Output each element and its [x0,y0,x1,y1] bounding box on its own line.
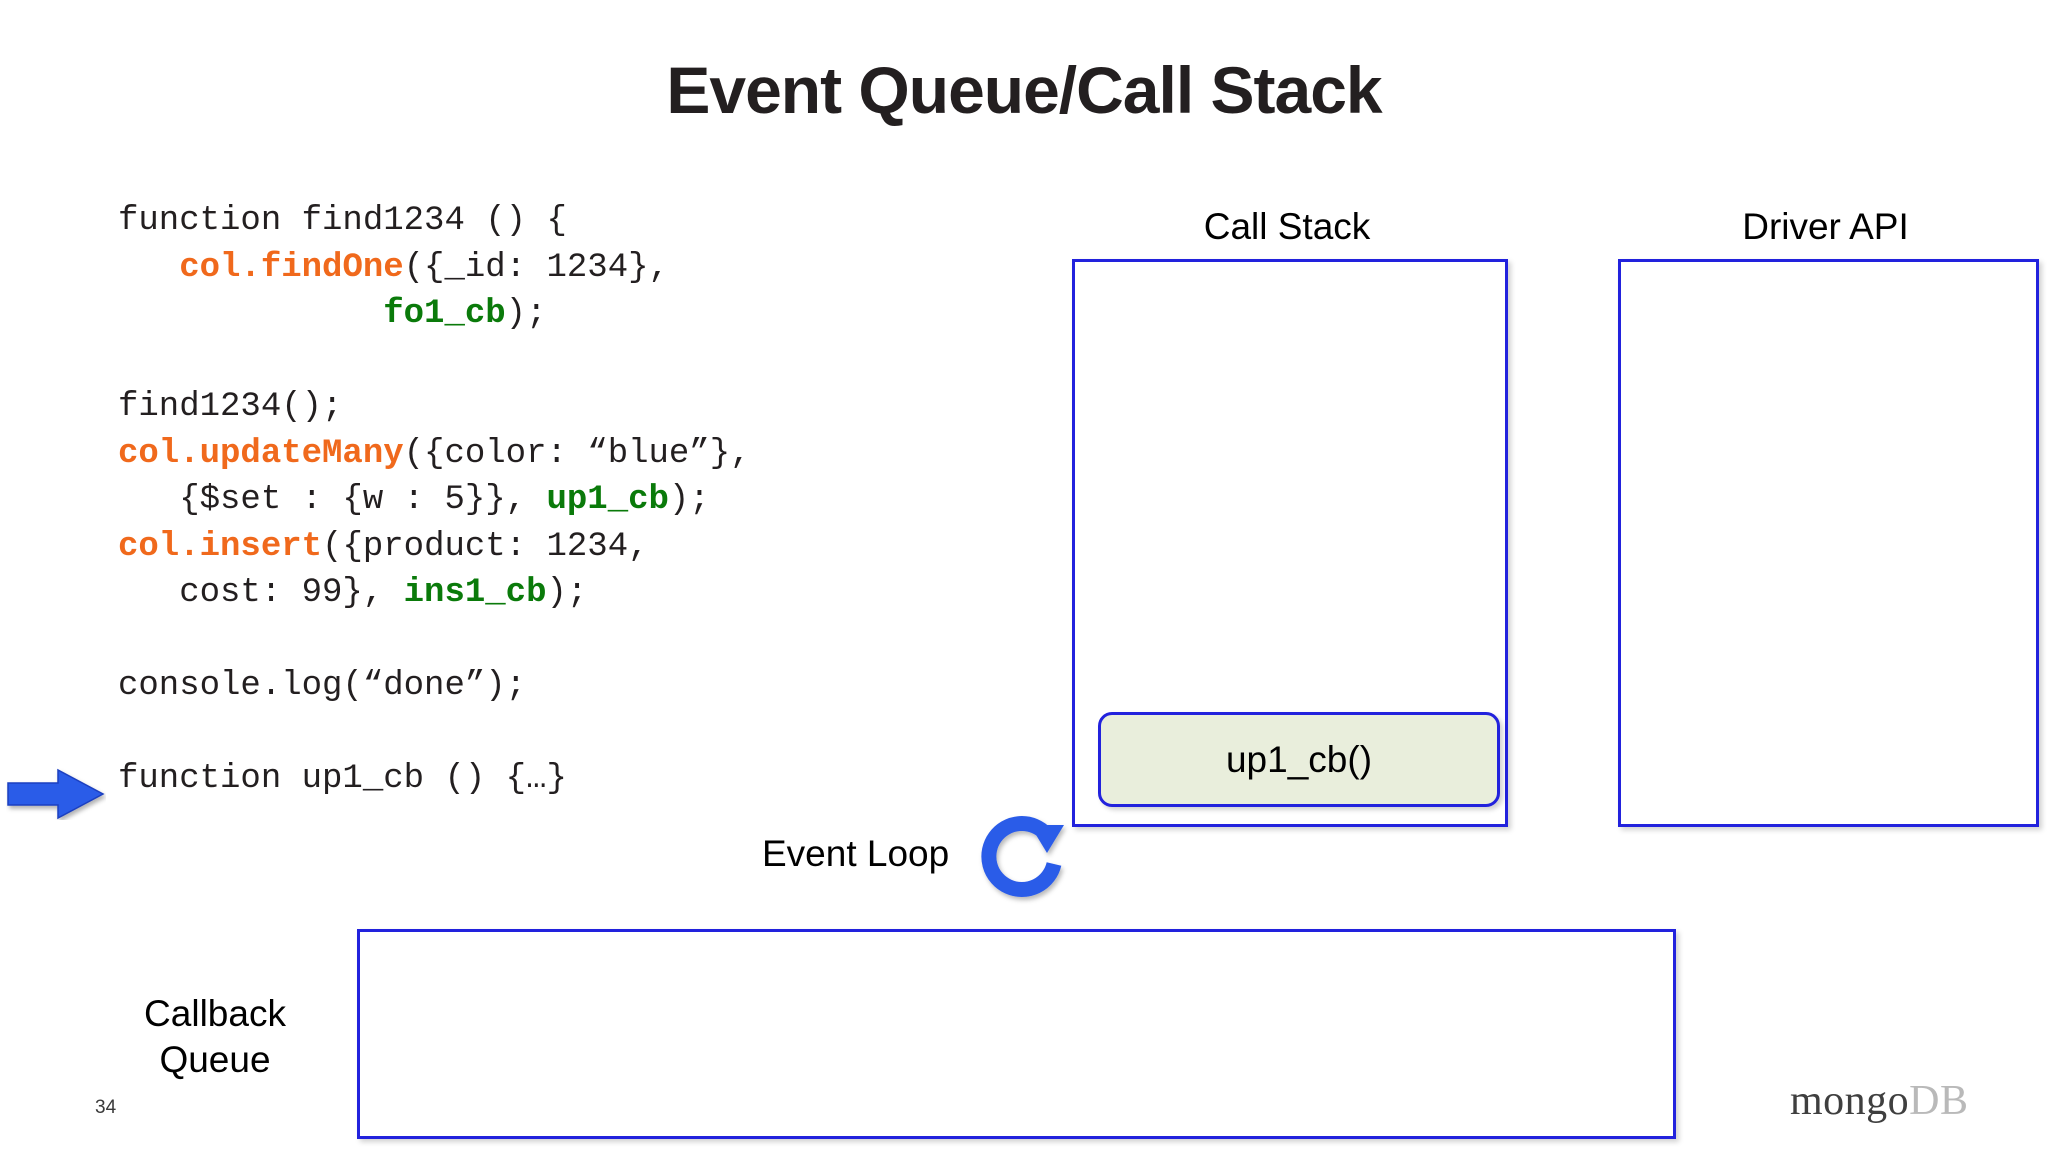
code-segment: col.insert [118,527,323,566]
code-segment: ({color: “blue”}, [403,434,751,473]
code-segment: ); [546,574,588,612]
callback-queue-label-line1: Callback [144,993,286,1034]
call-stack-label: Call Stack [1203,206,1371,247]
code-segment: ); [668,481,710,519]
slide-number: 34 [95,1097,117,1118]
callback-queue-label-line2: Queue [159,1039,271,1080]
code-segment: ); [505,295,547,333]
mongodb-logo: mongoDB [1790,1077,1969,1125]
code-segment [118,342,138,380]
code-line: cost: 99}, ins1_cb); [118,570,751,617]
code-segment: cost: 99}, [118,574,404,612]
code-segment: up1_cb [546,481,669,519]
code-line [118,617,751,664]
event-loop-label: Event Loop [762,833,950,874]
code-segment: ({product: 1234, [322,527,649,566]
code-segment [118,714,138,752]
code-line: function up1_cb () {…} [118,756,751,803]
page-title: Event Queue/Call Stack [666,53,1382,127]
logo-mongo-text: mongo [1790,1078,1910,1124]
code-segment: fo1_cb [383,295,506,333]
circular-arrow-icon [968,812,1078,912]
code-line [118,338,751,385]
code-segment [118,295,383,333]
code-line: find1234(); [118,384,751,431]
call-stack-frame-label: up1_cb() [1225,738,1373,780]
code-segment: function up1_cb () {…} [118,760,567,798]
callback-queue-label: Callback Queue [100,991,330,1083]
callback-queue-panel [357,929,1676,1139]
code-line: col.insert({product: 1234, [118,524,751,571]
logo-db-text: DB [1909,1078,1969,1124]
code-line: console.log(“done”); [118,663,751,710]
driver-api-panel [1618,259,2039,827]
code-segment: col.updateMany [118,434,404,473]
code-line [118,710,751,757]
code-segment: console.log(“done”); [118,667,527,705]
code-segment: col.findOne [179,248,404,287]
code-segment: {$set : {w : 5}}, [118,481,547,519]
right-arrow-icon [6,768,106,820]
code-line: fo1_cb); [118,291,751,338]
driver-api-label: Driver API [1742,206,1909,247]
code-segment: function find1234 () { [118,202,567,240]
code-block: function find1234 () { col.findOne({_id:… [118,198,751,803]
code-segment [118,249,179,287]
code-segment: ({_id: 1234}, [403,248,669,287]
code-segment [118,621,138,659]
code-segment: ins1_cb [403,574,547,612]
code-line: function find1234 () { [118,198,751,245]
code-segment: find1234(); [118,388,343,426]
code-line: col.updateMany({color: “blue”}, [118,431,751,478]
code-line: col.findOne({_id: 1234}, [118,245,751,292]
code-line: {$set : {w : 5}}, up1_cb); [118,477,751,524]
call-stack-frame-up1-cb[interactable]: up1_cb() [1098,712,1500,807]
